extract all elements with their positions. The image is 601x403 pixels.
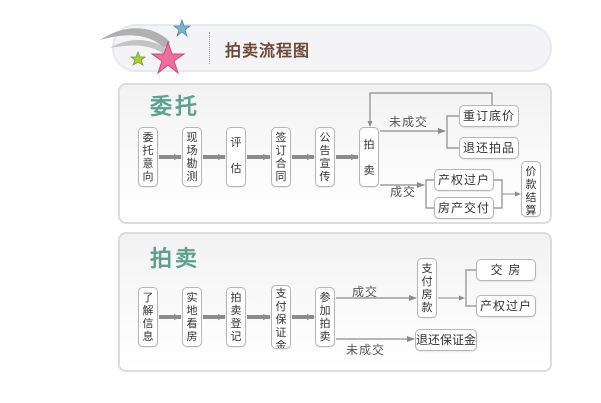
label-success: 成交 <box>352 285 379 299</box>
outcome-title-transfer: 产权过户 <box>434 169 494 191</box>
entrust-title: 委托 <box>150 94 201 120</box>
loop-line <box>367 92 493 127</box>
outcome-reset-reserve: 重订底价 <box>459 105 519 127</box>
step-learn-info: 了解信息 <box>138 287 158 347</box>
header-divider <box>209 32 210 64</box>
label-fail: 未成交 <box>346 343 386 357</box>
step-settlement: 价款结算 <box>521 161 541 217</box>
step-appraisal: 评估 <box>226 127 246 187</box>
label-success: 成交 <box>390 185 417 199</box>
step-register: 拍卖登记 <box>226 287 246 347</box>
bracket <box>446 115 459 149</box>
bracket <box>425 179 434 209</box>
page-title: 拍卖流程图 <box>225 41 311 60</box>
outcome-title-transfer: 产权过户 <box>476 295 536 317</box>
outcome-property-delivery: 房产交付 <box>434 197 494 219</box>
step-entrust-intent: 委托意向 <box>138 127 158 187</box>
node-refund-deposit: 退还保证金 <box>415 329 477 351</box>
bracket <box>465 269 476 307</box>
auction-title: 拍卖 <box>150 246 201 272</box>
step-view-property: 实地看房 <box>182 287 202 347</box>
bracket <box>494 179 503 209</box>
step-site-survey: 现场勘测 <box>182 127 202 187</box>
node-pay-balance: 支付房款 <box>417 258 437 318</box>
label-fail: 未成交 <box>389 115 429 129</box>
outcome-return-item: 退还拍品 <box>459 137 519 159</box>
outcome-handover: 交 房 <box>476 259 536 281</box>
shooting-stars-icon <box>100 18 192 75</box>
step-sign-contract: 签订合同 <box>271 127 291 187</box>
step-announce: 公告宣传 <box>315 127 335 187</box>
step-pay-deposit: 支付保证金 <box>271 285 291 349</box>
node-auction: 拍卖 <box>359 127 379 187</box>
step-join-auction: 参加拍卖 <box>315 287 335 347</box>
